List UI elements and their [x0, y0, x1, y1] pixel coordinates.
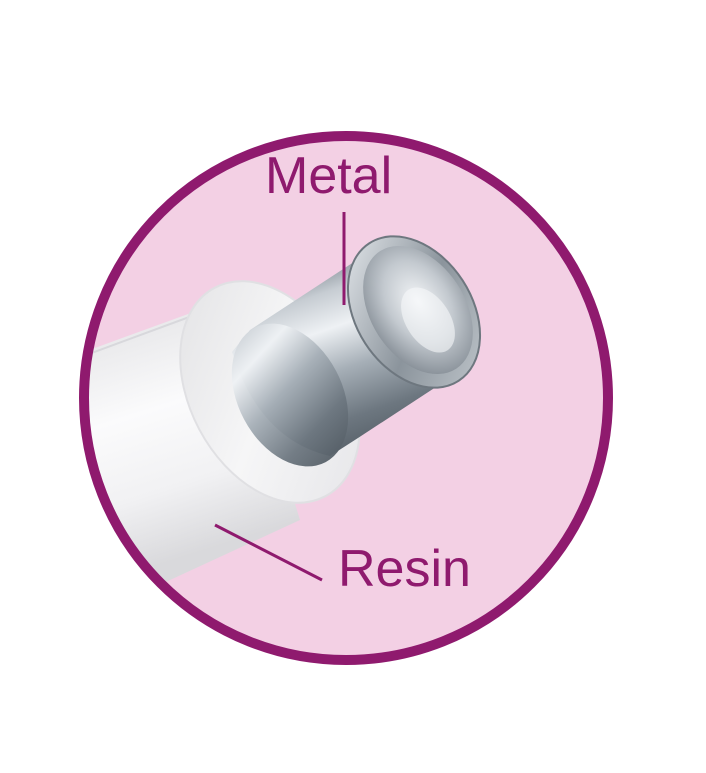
resin-leader-line — [214, 523, 323, 582]
resin-label: Resin — [338, 540, 471, 598]
metal-label: Metal — [265, 147, 393, 205]
pipe-illustration — [84, 235, 482, 640]
circle-outline — [79, 131, 613, 665]
